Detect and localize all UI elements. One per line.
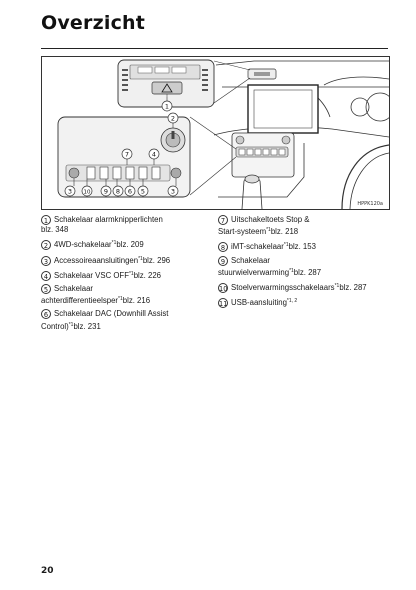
legend-text: Schakelaar DAC (Downhill Assist <box>54 309 169 319</box>
legend-number: 8 <box>218 242 228 253</box>
footnote-marker: *1 <box>118 296 123 303</box>
legend-page-ref: blz. 287 <box>339 283 367 293</box>
legend-text: Schakelaar VSC OFF <box>54 270 129 280</box>
legend-number: 5 <box>41 284 51 295</box>
legend-text: 4WD-schakelaar <box>54 240 112 250</box>
callout-4: 4 <box>152 151 156 159</box>
callout-5: 5 <box>141 188 145 196</box>
legend-text: Accessoireaansluitingen <box>54 255 139 265</box>
callout-2: 2 <box>171 115 175 123</box>
footnote-marker: *1 <box>334 283 340 290</box>
footnote-marker: *1 <box>289 267 294 274</box>
callout-1: 1 <box>165 103 169 111</box>
dashboard-drawing: 1 2 7 4 3 10 9 8 6 5 3 <box>57 59 389 209</box>
page-number: 20 <box>41 566 54 576</box>
footnote-marker: *1 <box>128 270 134 277</box>
legend-number: 2 <box>41 240 51 251</box>
footnote-marker: *1 <box>68 321 74 328</box>
legend-page-ref: blz. 216 <box>122 296 151 306</box>
callout-3b: 3 <box>171 188 175 196</box>
title-rule <box>41 48 388 49</box>
footnote-marker: *1, 2 <box>286 298 298 305</box>
legend-text: Schakelaar <box>54 284 94 294</box>
footnote-marker: *1 <box>266 227 271 234</box>
legend-number: 11 <box>218 298 228 309</box>
footnote-marker: *1 <box>138 255 143 262</box>
callout-6: 6 <box>128 188 132 196</box>
callout-9: 9 <box>104 188 108 196</box>
callout-7: 7 <box>125 151 129 159</box>
legend-page-ref: blz. 348 <box>41 225 69 235</box>
legend-page-ref: blz. 218 <box>270 227 299 237</box>
legend-text: Schakelaar alarmknipperlichten <box>54 215 163 224</box>
legend-text-cont: stuurwielverwarming <box>218 267 290 277</box>
legend-page-ref: blz. 287 <box>293 267 322 277</box>
callout-8: 8 <box>116 188 120 196</box>
legend-page-ref: blz. 226 <box>133 270 162 280</box>
page-title: Overzicht <box>41 12 146 34</box>
legend-number: 4 <box>41 270 51 281</box>
legend-page-ref: blz. 153 <box>288 242 316 252</box>
legend-text: Uitschakeltoets Stop & <box>231 215 310 224</box>
legend-number: 10 <box>218 283 228 294</box>
legend-text: Stoelverwarmingsschakelaars <box>231 283 335 293</box>
legend-text: iMT-schakelaar <box>231 242 284 252</box>
footnote-marker: *1 <box>283 242 289 249</box>
legend-page-ref: blz. 209 <box>116 240 144 250</box>
legend-number: 3 <box>41 255 51 266</box>
callout-3a: 3 <box>68 188 72 196</box>
callout-10: 10 <box>84 190 91 196</box>
legend-number: 9 <box>218 255 228 266</box>
legend-text: Schakelaar <box>231 255 271 265</box>
legend-text-cont: Start-systeem <box>218 227 267 237</box>
legend-number: 6 <box>41 309 51 320</box>
legend-number: 7 <box>218 215 228 225</box>
footnote-marker: *1 <box>111 240 117 247</box>
legend-text-cont: achterdifferentieelsper <box>41 296 119 306</box>
legend-page-ref: blz. 296 <box>142 255 171 265</box>
figure-code: HPPK120a <box>357 201 383 207</box>
legend-page-ref: blz. 231 <box>73 321 101 331</box>
display-screen <box>247 84 319 134</box>
dashboard-illustration: 1 2 7 4 3 10 9 8 6 5 3 HPPK120a <box>41 56 390 210</box>
legend-text-cont: Control) <box>41 321 69 331</box>
legend-text: USB-aansluiting <box>231 298 287 308</box>
legend-number: 1 <box>41 215 51 225</box>
